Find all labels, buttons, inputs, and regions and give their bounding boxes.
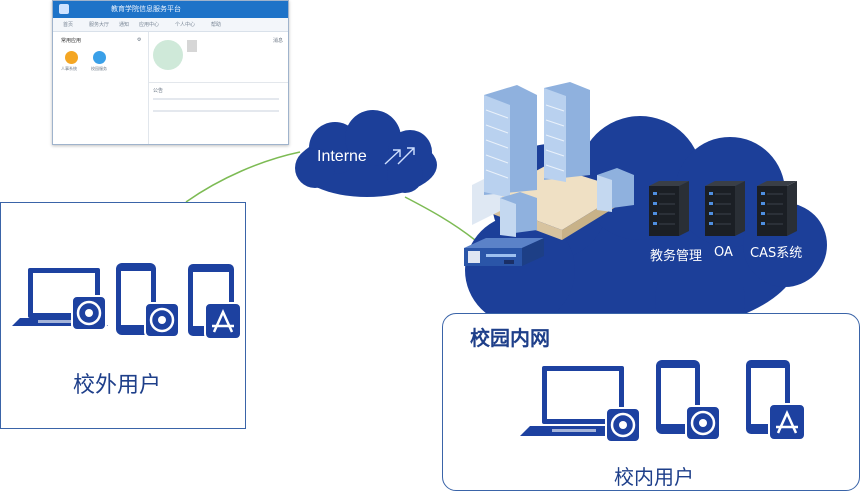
notice-line (153, 110, 279, 112)
portal-menu-item[interactable]: 帮助 (211, 22, 222, 28)
portal-apps-heading: 常用应用 (61, 38, 82, 44)
campus-intranet-box (442, 313, 860, 491)
app-icon-service[interactable] (93, 51, 106, 64)
external-devices (12, 263, 242, 340)
divider (149, 82, 288, 83)
settings-icon[interactable]: ⚙ (137, 37, 142, 43)
laptop-icon (520, 366, 634, 436)
campus-buildings-illustration (472, 82, 634, 240)
internet-cloud (295, 110, 437, 197)
portal-menu-item[interactable]: 服务大厅 (89, 22, 110, 28)
profile-heading: 消息 (273, 38, 284, 44)
external-link-line (185, 151, 301, 203)
app-icon-hr[interactable] (65, 51, 78, 64)
app-store-badge-icon (204, 302, 242, 340)
portal-menu-item[interactable]: 首页 (63, 22, 74, 28)
server-icons (649, 181, 797, 236)
portal-titlebar: 教育学院信息服务平台 (53, 1, 288, 18)
chrome-badge-icon (144, 302, 180, 338)
portal-apps-panel: 常用应用 ⚙ 人事系统 校园服务 (53, 32, 149, 144)
portal-menu-item[interactable]: 通知 (119, 22, 130, 28)
server-label-oa: OA (714, 245, 733, 260)
portal-title: 教育学院信息服务平台 (111, 5, 181, 13)
external-users-label: 校外用户 (73, 373, 162, 398)
internal-devices (520, 360, 806, 443)
portal-screenshot: 教育学院信息服务平台 首页 服务大厅 通知 应用中心 个人中心 帮助 常用应用 … (52, 0, 289, 145)
avatar (153, 40, 183, 70)
portal-logo-icon (59, 4, 69, 14)
chrome-badge-icon (685, 405, 721, 441)
portal-menu: 首页 服务大厅 通知 应用中心 个人中心 帮助 (53, 18, 288, 32)
notice-line (153, 98, 279, 100)
app-store-badge-icon (768, 403, 806, 441)
avatar-placeholder-block (187, 40, 197, 52)
gateway-link-line (404, 196, 476, 241)
internet-label: Interne (317, 148, 367, 165)
portal-profile-panel: 消息 公告 (149, 32, 288, 144)
campus-network-label: 校园内网 (470, 326, 550, 350)
app-label: 人事系统 (61, 66, 77, 71)
app-label: 校园服务 (91, 66, 107, 71)
server-label-cas: CAS系统 (750, 246, 803, 261)
internet-arrows-icon (384, 147, 415, 165)
internal-users-label: 校内用户 (614, 465, 694, 489)
gateway-device-icon (464, 238, 544, 266)
notice-label: 公告 (153, 88, 164, 94)
chrome-badge-icon (605, 407, 641, 443)
portal-menu-item[interactable]: 个人中心 (175, 22, 196, 28)
chrome-badge-icon (71, 295, 107, 331)
portal-menu-item[interactable]: 应用中心 (139, 22, 160, 28)
server-label-academic: 教务管理 (650, 249, 703, 264)
